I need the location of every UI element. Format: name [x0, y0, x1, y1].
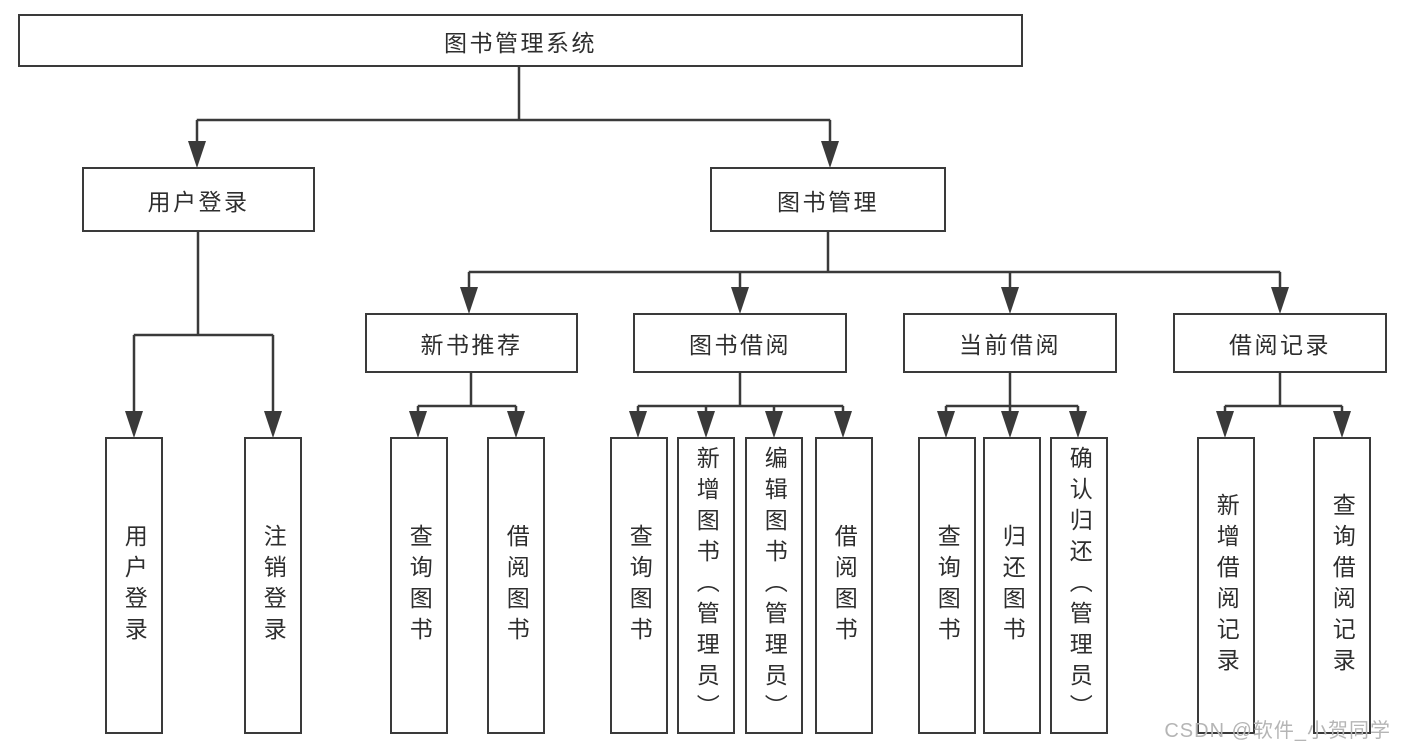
arrowhead-icon [1216, 411, 1234, 438]
leaf-label: 用户登录 [121, 523, 148, 648]
leaf-label: 确认归还（管理员） [1066, 446, 1093, 725]
leaf-label: 查询图书 [626, 523, 653, 648]
node-current-borrowing: 当前借阅 [903, 313, 1117, 373]
node-borrowing-records: 借阅记录 [1173, 313, 1387, 373]
csdn-watermark: CSDN @软件_小贺同学 [1164, 720, 1391, 742]
leaf-user-login: 用户登录 [105, 437, 163, 734]
arrowhead-icon [731, 287, 749, 314]
node-library-management-system: 图书管理系统 [18, 14, 1023, 67]
arrowhead-icon [1333, 411, 1351, 438]
leaf-record-add-borrow-record: 新增借阅记录 [1197, 437, 1255, 734]
arrowhead-icon [507, 411, 525, 438]
leaf-logout: 注销登录 [244, 437, 302, 734]
connector-path [132, 66, 1344, 413]
arrowhead-icon [629, 411, 647, 438]
arrowhead-icon [937, 411, 955, 438]
arrowhead-icon [1001, 411, 1019, 438]
leaf-label: 注销登录 [260, 523, 287, 648]
leaf-recommend-query-books: 查询图书 [390, 437, 448, 734]
leaf-label: 编辑图书（管理员） [761, 446, 788, 725]
node-new-book-recommend: 新书推荐 [365, 313, 578, 373]
leaf-recommend-borrow-books: 借阅图书 [487, 437, 545, 734]
arrowhead-icon [697, 411, 715, 438]
leaf-borrow-borrow-books: 借阅图书 [815, 437, 873, 734]
leaf-label: 查询借阅记录 [1329, 492, 1356, 679]
leaf-borrow-query-books: 查询图书 [610, 437, 668, 734]
leaf-label: 新增图书（管理员） [693, 446, 720, 725]
node-book-management: 图书管理 [710, 167, 946, 232]
arrowhead-icon [834, 411, 852, 438]
leaf-current-return-books: 归还图书 [983, 437, 1041, 734]
arrowhead-icon [1271, 287, 1289, 314]
leaf-label: 归还图书 [999, 523, 1026, 648]
node-user-login: 用户登录 [82, 167, 315, 232]
node-book-borrowing: 图书借阅 [633, 313, 847, 373]
leaf-label: 借阅图书 [831, 523, 858, 648]
leaf-borrow-edit-book-admin: 编辑图书（管理员） [745, 437, 803, 734]
leaf-label: 查询图书 [934, 523, 961, 648]
leaf-current-confirm-return-admin: 确认归还（管理员） [1050, 437, 1108, 734]
leaf-borrow-add-book-admin: 新增图书（管理员） [677, 437, 735, 734]
arrowhead-icon [765, 411, 783, 438]
arrowhead-icon [460, 287, 478, 314]
arrowhead-icon [264, 411, 282, 438]
leaf-label: 新增借阅记录 [1213, 492, 1240, 679]
arrowhead-icon [125, 411, 143, 438]
leaf-record-query-borrow-record: 查询借阅记录 [1313, 437, 1371, 734]
arrowhead-icon [409, 411, 427, 438]
arrowhead-icon [1069, 411, 1087, 438]
leaf-current-query-books: 查询图书 [918, 437, 976, 734]
leaf-label: 查询图书 [406, 523, 433, 648]
leaf-label: 借阅图书 [503, 523, 530, 648]
arrowhead-icon [821, 141, 839, 168]
arrowhead-icon [1001, 287, 1019, 314]
arrowhead-icon [188, 141, 206, 168]
